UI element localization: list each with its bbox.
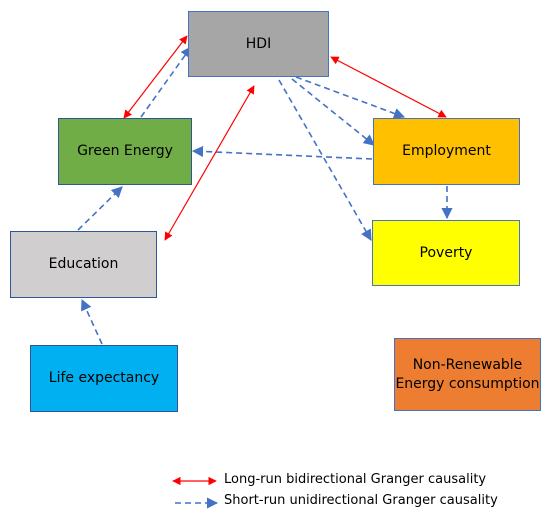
- arrow-employment-to-green-energy-short-run: [191, 145, 373, 160]
- arrow-education-to-green-energy-short-run: [77, 186, 123, 231]
- legend-long-run-label: Long-run bidirectional Granger causality: [224, 472, 487, 487]
- node-poverty-label: Poverty: [419, 244, 473, 261]
- arrow-life-expectancy-to-education-short-run: [81, 298, 103, 345]
- legend-short-run-label: Short-run unidirectional Granger causali…: [224, 493, 498, 508]
- node-non-renewable-energy: Non-Renewable Energy consumption: [394, 338, 541, 411]
- arrow-hdi-to-poverty-short-run: [278, 79, 372, 241]
- node-education: Education: [10, 231, 157, 298]
- node-life-expectancy-label: Life expectancy: [48, 370, 160, 387]
- arrow-hdi-green-energy-long-run: [123, 35, 188, 119]
- arrow-hdi-to-employment-short-run: [295, 76, 406, 119]
- node-non-renewable-energy-label: Non-Renewable Energy consumption: [395, 356, 540, 392]
- node-hdi: HDI: [188, 11, 329, 77]
- node-hdi-label: HDI: [245, 35, 272, 52]
- node-education-label: Education: [48, 256, 119, 273]
- node-life-expectancy: Life expectancy: [30, 345, 178, 412]
- node-green-energy: Green Energy: [58, 118, 192, 185]
- arrow-hdi-to-employment-short-run-2: [291, 78, 375, 146]
- arrow-hdi-employment-long-run: [330, 56, 447, 118]
- node-poverty: Poverty: [372, 220, 520, 286]
- node-employment: Employment: [373, 118, 520, 185]
- arrow-hdi-education-long-run: [164, 85, 255, 241]
- node-employment-label: Employment: [402, 143, 491, 160]
- node-green-energy-label: Green Energy: [77, 143, 173, 160]
- arrow-green-energy-to-hdi-short-run: [140, 46, 192, 118]
